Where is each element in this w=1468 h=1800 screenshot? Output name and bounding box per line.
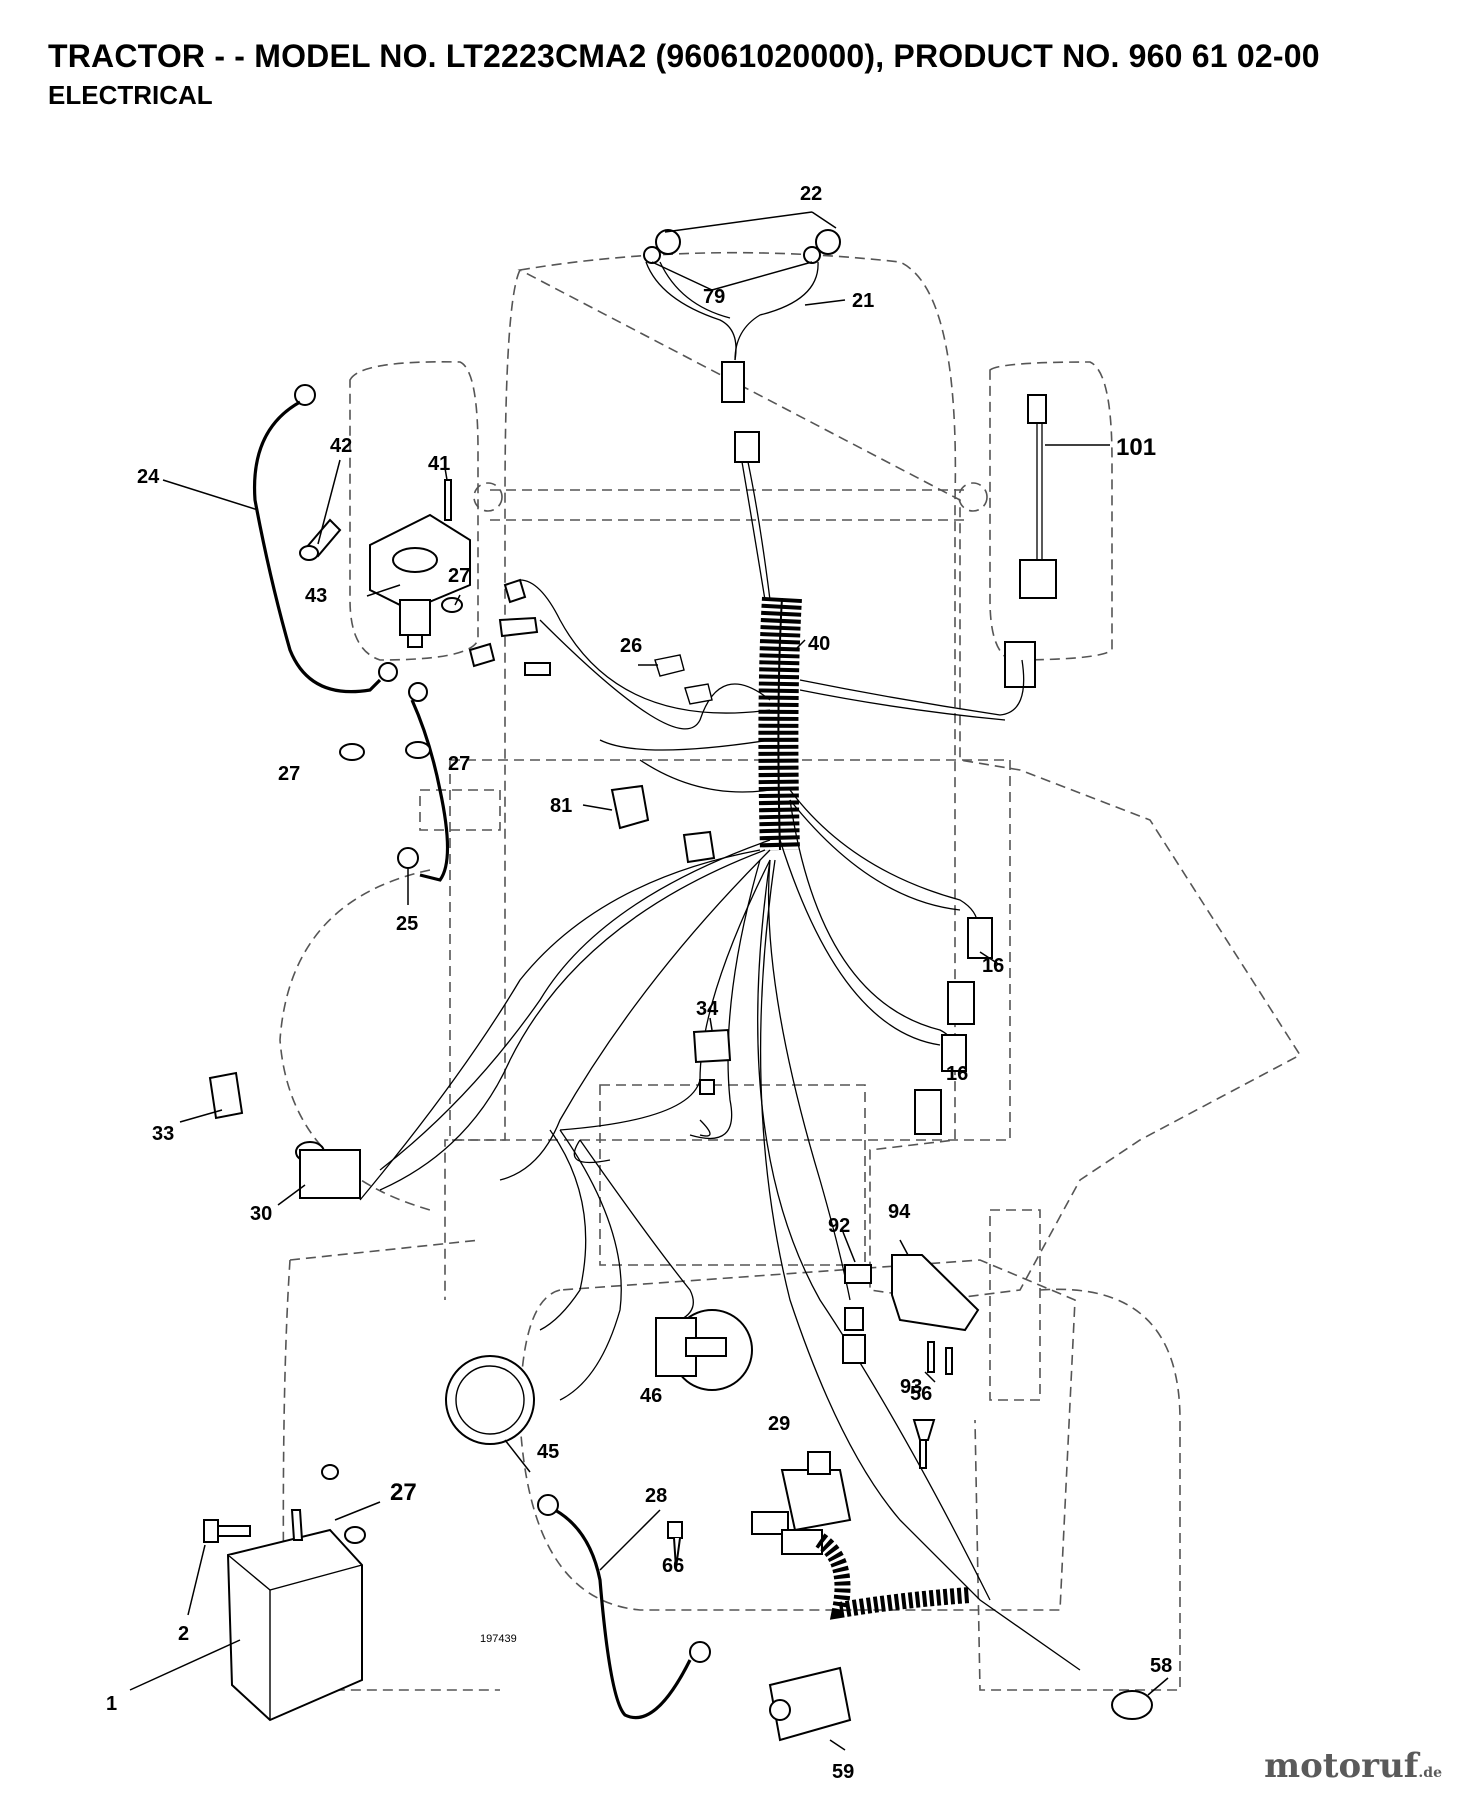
callout-94: 94 [888, 1201, 911, 1223]
callout-34: 34 [696, 998, 719, 1020]
watermark-logo: motoruf.de [1264, 1746, 1442, 1786]
callout-27-c: 27 [448, 753, 470, 775]
battery-assembly [203, 1509, 366, 1722]
callout-66: 66 [662, 1555, 684, 1577]
callout-79: 79 [703, 286, 725, 308]
interlock-switch-101 [1004, 394, 1057, 688]
switches-and-keys [208, 917, 993, 1199]
seat-and-safety-switches [842, 1254, 980, 1469]
callout-25: 25 [396, 913, 418, 935]
callout-16-a: 16 [982, 955, 1004, 977]
callout-leaders [129, 211, 1169, 1751]
callout-27-b: 27 [278, 763, 300, 785]
headlight-harness [643, 229, 841, 601]
callout-21: 21 [852, 290, 874, 312]
callout-46: 46 [640, 1385, 662, 1407]
callout-41: 41 [428, 453, 450, 475]
callout-59: 59 [832, 1761, 854, 1783]
callout-numbers: 22 79 21 101 24 42 41 43 27 40 26 27 27 … [106, 183, 1172, 1783]
callout-92: 92 [828, 1215, 850, 1237]
callout-16-b: 16 [946, 1063, 968, 1085]
callout-29: 29 [768, 1413, 790, 1435]
meters-and-gauges [445, 1309, 753, 1720]
callout-26: 26 [620, 635, 642, 657]
callout-42: 42 [330, 435, 352, 457]
callout-101: 101 [1116, 434, 1156, 461]
callout-58: 58 [1150, 1655, 1172, 1677]
page-title: TRACTOR - - MODEL NO. LT2223CMA2 (960610… [48, 38, 1320, 74]
drawing-number: 197439 [480, 1633, 517, 1645]
callout-27-a: 27 [448, 565, 470, 587]
wire-harness-conduit [758, 596, 802, 851]
callout-22: 22 [800, 183, 822, 205]
callout-28: 28 [645, 1485, 667, 1507]
watermark-text: motoruf [1264, 1746, 1419, 1786]
callout-43: 43 [305, 585, 327, 607]
pto-switch-module [751, 1451, 1153, 1742]
callout-45: 45 [537, 1441, 559, 1463]
callout-33: 33 [152, 1123, 174, 1145]
section-title: ELECTRICAL [48, 80, 213, 110]
callout-81: 81 [550, 795, 572, 817]
callout-30: 30 [250, 1203, 272, 1225]
callout-2: 2 [178, 1623, 189, 1645]
callout-1: 1 [106, 1693, 117, 1715]
callout-56: 56 [910, 1383, 932, 1405]
starter-solenoid [299, 479, 551, 1480]
callout-93: 93 [900, 1376, 922, 1398]
harness-wires [359, 579, 1081, 1671]
callout-40: 40 [808, 633, 830, 655]
callout-27-d: 27 [390, 1479, 417, 1506]
watermark-suffix: .de [1418, 1765, 1442, 1781]
callout-24: 24 [137, 466, 160, 488]
connectors-and-relay [610, 654, 716, 864]
